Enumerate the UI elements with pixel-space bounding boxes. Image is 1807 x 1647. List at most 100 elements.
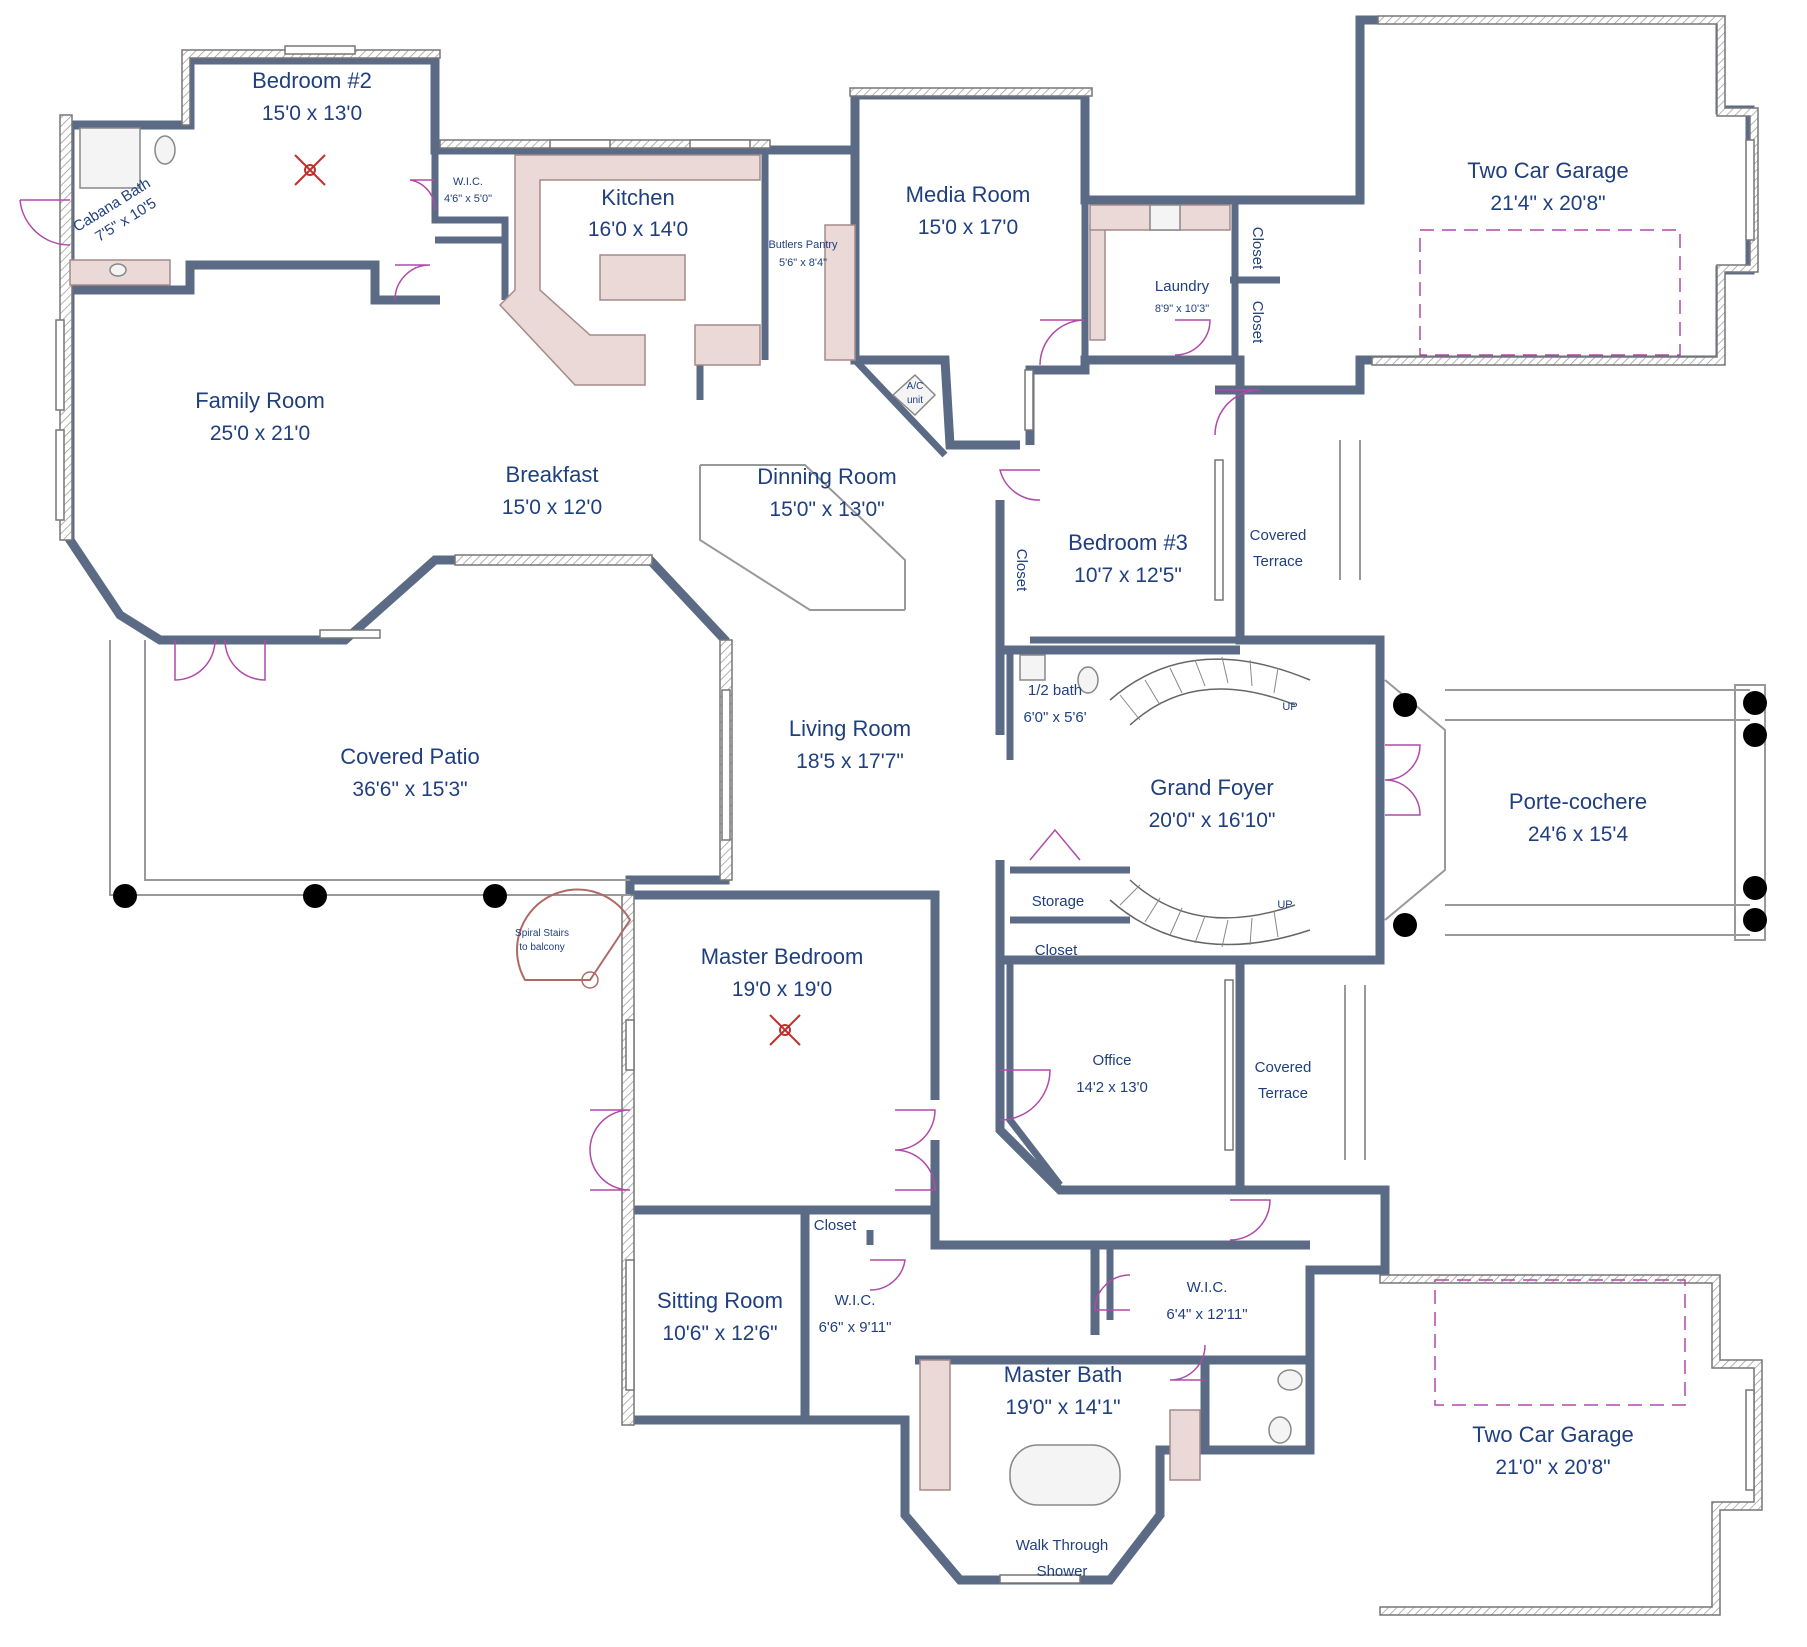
exterior-walls	[65, 15, 1755, 1585]
room-name: Media Room	[906, 182, 1031, 207]
room-breakfast: Breakfast 15'0 x 12'0	[502, 462, 602, 519]
room-kitchen: Kitchen 16'0 x 14'0	[588, 185, 688, 241]
room-name: Closet	[1249, 227, 1266, 270]
room-wic-small: W.I.C. 4'6" x 5'0"	[444, 176, 492, 205]
foyer-stairs: UP UP	[1109, 656, 1311, 948]
room-master-wic-2: W.I.C. 6'4" x 12'11"	[1166, 1279, 1247, 1323]
stair-treads	[1119, 656, 1279, 948]
room-media-room: Media Room 15'0 x 17'0	[906, 182, 1031, 239]
room-dimensions: 10'7 x 12'5"	[1074, 564, 1182, 587]
room-dimensions: 19'0 x 19'0	[732, 978, 832, 1001]
room-covered-patio: Covered Patio 36'6" x 15'3"	[340, 744, 479, 801]
ceiling-fan-icons	[294, 154, 801, 1046]
room-dimensions: 24'6 x 15'4	[1528, 823, 1629, 846]
room-garage-2: Two Car Garage 21'0" x 20'8"	[1472, 1422, 1633, 1479]
room-office: Office 14'2 x 13'0	[1076, 1052, 1148, 1096]
room-bedroom-2: Bedroom #2 15'0 x 13'0	[252, 68, 372, 125]
room-master-closet: Closet	[814, 1217, 857, 1234]
room-name: Butlers Pantry	[768, 239, 838, 251]
room-dimensions: 16'0 x 14'0	[588, 218, 688, 241]
room-name: Closet	[1035, 942, 1078, 959]
room-dimensions: 15'0" x 13'0"	[769, 498, 884, 521]
counters	[69, 154, 1231, 1491]
room-master-bath: Master Bath 19'0" x 14'1"	[1004, 1362, 1123, 1419]
room-name: Family Room	[195, 388, 325, 413]
room-name: Closet	[814, 1217, 857, 1234]
room-laundry-closet-1: Closet	[1249, 227, 1266, 270]
room-name: Sitting Room	[657, 1288, 783, 1313]
room-porte-cochere: Porte-cochere 24'6 x 15'4	[1509, 789, 1647, 846]
windows	[55, 45, 1755, 1584]
room-name: Master Bath	[1004, 1362, 1123, 1387]
room-family-room: Family Room 25'0 x 21'0	[195, 388, 325, 445]
room-name: Master Bedroom	[701, 944, 864, 969]
room-dimensions: 15'0 x 13'0	[262, 102, 362, 125]
room-dimensions: 5'6" x 8'4"	[779, 257, 827, 269]
room-name: Dinning Room	[757, 464, 896, 489]
room-storage: Storage	[1032, 893, 1085, 910]
room-name: W.I.C.	[835, 1292, 876, 1309]
room-name: Porte-cochere	[1509, 789, 1647, 814]
room-name: Bedroom #2	[252, 68, 372, 93]
room-dimensions: 8'9" x 10'3"	[1155, 303, 1209, 315]
room-dimensions: 18'5 x 17'7"	[796, 750, 904, 773]
room-name: Laundry	[1155, 278, 1210, 295]
room-name: Closet	[1013, 549, 1030, 592]
room-dimensions: 6'6" x 9'11"	[819, 1319, 892, 1336]
room-dimensions: 4'6" x 5'0"	[444, 193, 492, 205]
room-foyer-closet: Closet	[1035, 942, 1078, 959]
garage-doors	[1419, 229, 1686, 1406]
room-bedroom-3: Bedroom #3 10'7 x 12'5"	[1068, 530, 1188, 587]
room-name: Closet	[1249, 301, 1266, 344]
room-butlers-pantry: Butlers Pantry 5'6" x 8'4"	[768, 239, 838, 269]
room-name: Grand Foyer	[1150, 775, 1274, 800]
stairs-up-label-2: UP	[1277, 899, 1292, 911]
room-labels: Bedroom #2 15'0 x 13'0 Cabana Bath 7'5" …	[70, 68, 1647, 1580]
room-name: W.I.C.	[453, 176, 483, 188]
room-garage-1: Two Car Garage 21'4" x 20'8"	[1467, 158, 1628, 215]
room-name: 1/2 bath	[1028, 682, 1082, 699]
doors	[19, 179, 1421, 1381]
room-name: Two Car Garage	[1472, 1422, 1633, 1447]
room-bedroom-3-closet: Closet	[1013, 549, 1030, 592]
room-dining-room: Dinning Room 15'0" x 13'0"	[757, 464, 896, 521]
ceiling-fan-icon	[294, 154, 326, 186]
spiral-stair-icon	[516, 888, 632, 989]
porch-columns	[113, 691, 1767, 937]
hatched-walls	[59, 15, 1763, 1616]
room-dimensions: 19'0" x 14'1"	[1005, 1396, 1120, 1419]
room-name: W.I.C.	[1187, 1279, 1228, 1296]
room-dimensions: 10'6" x 12'6"	[662, 1322, 777, 1345]
room-dimensions: 14'2 x 13'0	[1076, 1079, 1148, 1096]
interior-walls	[431, 150, 1280, 1320]
room-name: Storage	[1032, 893, 1085, 910]
stairs-up-label: UP	[1282, 701, 1297, 713]
room-grand-foyer: Grand Foyer 20'0" x 16'10"	[1149, 775, 1276, 832]
room-living-room: Living Room 18'5 x 17'7"	[789, 716, 911, 773]
room-name: Office	[1093, 1052, 1132, 1069]
room-name: Two Car Garage	[1467, 158, 1628, 183]
room-dimensions: 20'0" x 16'10"	[1149, 809, 1276, 832]
room-half-bath: 1/2 bath 6'0" x 5'6'	[1023, 682, 1086, 726]
ceiling-fan-icon	[769, 1014, 801, 1046]
room-laundry: Laundry 8'9" x 10'3"	[1155, 278, 1210, 315]
room-master-wic-1: W.I.C. 6'6" x 9'11"	[819, 1292, 892, 1336]
room-name: Breakfast	[506, 462, 599, 487]
room-name: Covered Patio	[340, 744, 479, 769]
room-dimensions: 15'0 x 12'0	[502, 496, 602, 519]
room-name: Kitchen	[601, 185, 674, 210]
room-name: Bedroom #3	[1068, 530, 1188, 555]
room-laundry-closet-2: Closet	[1249, 301, 1266, 344]
room-sitting-room: Sitting Room 10'6" x 12'6"	[657, 1288, 783, 1345]
room-dimensions: 6'0" x 5'6'	[1023, 709, 1086, 726]
room-dimensions: 21'0" x 20'8"	[1495, 1456, 1610, 1479]
